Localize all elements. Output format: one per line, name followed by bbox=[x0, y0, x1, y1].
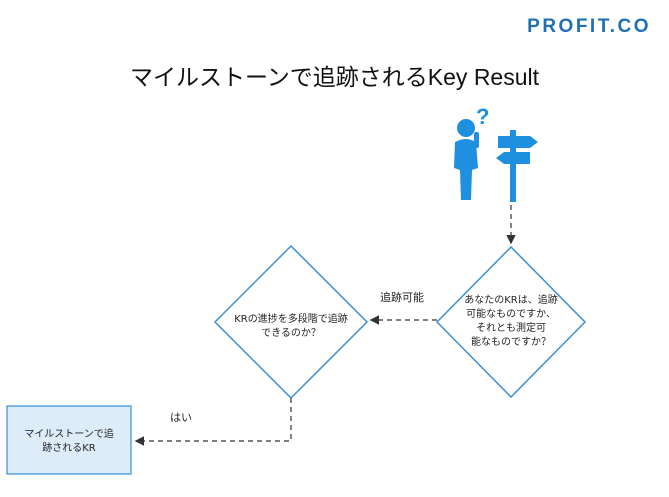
multistep-question-text: KRの進捗を多段階で追跡 できるのか？ bbox=[234, 314, 348, 339]
edge-label-yes: はい bbox=[170, 411, 192, 424]
arrow-multistep-to-result bbox=[134, 398, 292, 446]
person-question-signpost-icon: ? bbox=[454, 104, 538, 202]
brand-logo: PROFIT.CO bbox=[527, 16, 651, 38]
brand-logo-text: PROFIT.CO bbox=[527, 16, 651, 37]
edge-label-trackable: 追跡可能 bbox=[380, 291, 424, 304]
result-text: マイルストーンで追 跡されるKR bbox=[24, 429, 114, 454]
svg-text:?: ? bbox=[476, 104, 489, 129]
page-title: マイルストーンで追跡されるKey Result bbox=[129, 64, 540, 90]
decision-diamond-trackable bbox=[435, 245, 587, 399]
result-box bbox=[6, 405, 132, 475]
trackable-question-text: あなたのKRは、追跡 可能なものですか、 それとも測定可 能なものですか？ bbox=[464, 295, 558, 348]
